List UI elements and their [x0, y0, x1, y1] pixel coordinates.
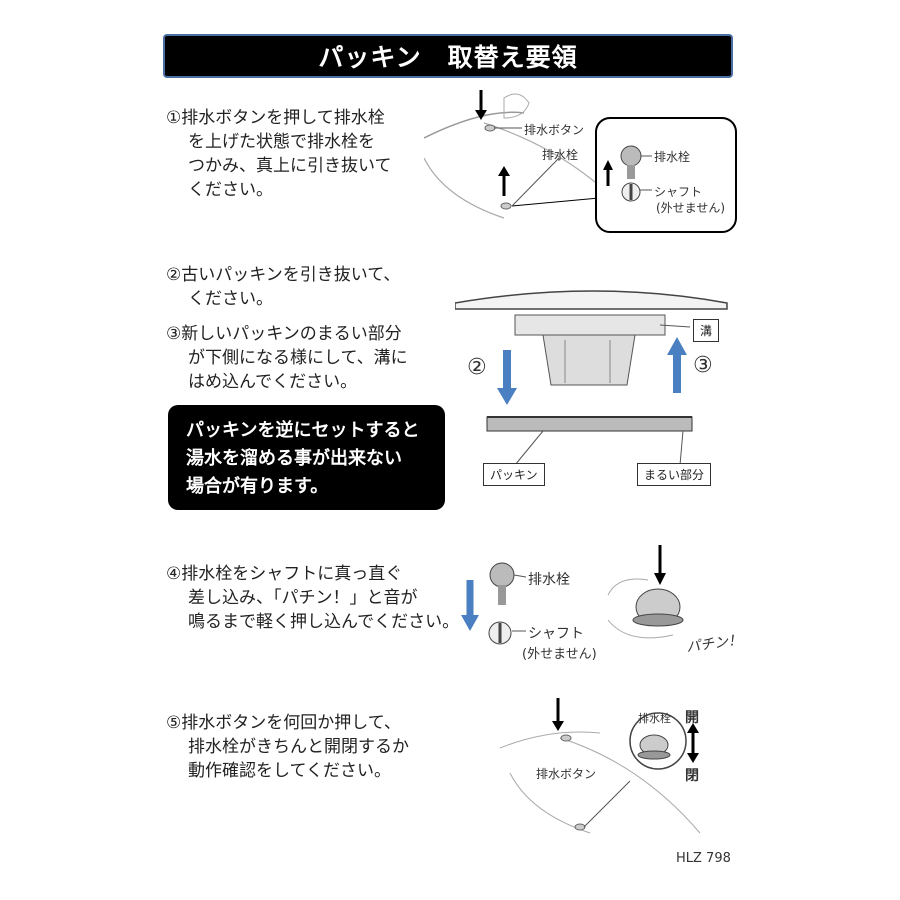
warning-box: パッキンを逆にセットすると 湯水を溜める事が出来ない 場合が有ります。 [168, 405, 445, 510]
round-part-label: まるい部分 [637, 463, 711, 486]
warning-line-1: パッキンを逆にセットすると [186, 417, 431, 445]
step-4-illustration: 排水栓 シャフト (外せません) パチン！ [458, 545, 738, 670]
step-2-text: ②古いパッキンを引き抜いて、 ください。 [166, 263, 400, 311]
step-1-line-2: を上げた状態で排水栓を [166, 130, 392, 154]
warning-line-3: 場合が有ります。 [186, 473, 431, 501]
packing-label: パッキン [483, 463, 545, 486]
step-4-text: ④排水栓をシャフトに真っ直ぐ 差し込み、「パチン！」と音が 鳴るまで軽く押し込ん… [166, 562, 459, 634]
step-4-line-2: 差し込み、「パチン！」と音が [166, 586, 459, 610]
drain-button-step5-label: 排水ボタン [536, 765, 596, 782]
groove-label: 溝 [693, 319, 719, 342]
step-3-marker: ③ [693, 353, 713, 378]
drain-plug-step4-label: 排水栓 [528, 569, 570, 589]
title-bar: パッキン 取替え要領 [163, 34, 733, 78]
step-5-illustration: 排水栓 開 閉 排水ボタン [500, 693, 715, 843]
shaft-inset-label: シャフト [654, 183, 702, 200]
step-2-marker: ② [467, 355, 487, 380]
step-1-illustration: 排水ボタン 排水栓 排水栓 シャフト (外せません) [424, 88, 744, 238]
shaft-note-step4-label: (外せません) [522, 643, 597, 662]
step-5-line-3: 動作確認をしてください。 [166, 759, 409, 783]
packing-illustration: 溝 ② ③ パッキン まるい部分 [455, 285, 745, 495]
step-2-line-2: ください。 [166, 287, 400, 311]
shaft-note-inset-label: (外せません) [656, 199, 725, 216]
step-3-line-3: はめ込んでください。 [166, 370, 408, 394]
step-1-line-4: ください。 [166, 178, 392, 202]
step-1-line-1: ①排水ボタンを押して排水栓 [166, 106, 392, 130]
step-1-line-3: つかみ、真上に引き抜いて [166, 154, 392, 178]
step-3-line-2: が下側になる様にして、溝に [166, 346, 408, 370]
drain-plug-label: 排水栓 [542, 146, 578, 163]
step-3-line-1: ③新しいパッキンのまるい部分 [166, 322, 408, 346]
step-5-line-1: ⑤排水ボタンを何回か押して、 [166, 711, 409, 735]
step-3-text: ③新しいパッキンのまるい部分 が下側になる様にして、溝に はめ込んでください。 [166, 322, 408, 394]
step-5-line-2: 排水栓がきちんと開閉するか [166, 735, 409, 759]
drain-plug-step5-label: 排水栓 [638, 710, 671, 726]
step-4-line-3: 鳴るまで軽く押し込んでください。 [166, 610, 459, 634]
document-code: HLZ 798 [676, 851, 731, 866]
warning-line-2: 湯水を溜める事が出来ない [186, 445, 431, 473]
step-4-line-1: ④排水栓をシャフトに真っ直ぐ [166, 562, 459, 586]
step-5-text: ⑤排水ボタンを何回か押して、 排水栓がきちんと開閉するか 動作確認をしてください… [166, 711, 409, 783]
drain-button-label: 排水ボタン [524, 121, 584, 138]
drain-plug-inset-label: 排水栓 [654, 148, 690, 165]
operation-check-sketch [500, 693, 715, 843]
step-1-text: ①排水ボタンを押して排水栓 を上げた状態で排水栓を つかみ、真上に引き抜いて く… [166, 106, 392, 202]
open-label: 開 [685, 707, 699, 727]
step-2-line-1: ②古いパッキンを引き抜いて、 [166, 263, 400, 287]
shaft-step4-label: シャフト [528, 623, 584, 643]
close-label: 閉 [685, 765, 699, 785]
page-title: パッキン 取替え要領 [318, 38, 577, 74]
